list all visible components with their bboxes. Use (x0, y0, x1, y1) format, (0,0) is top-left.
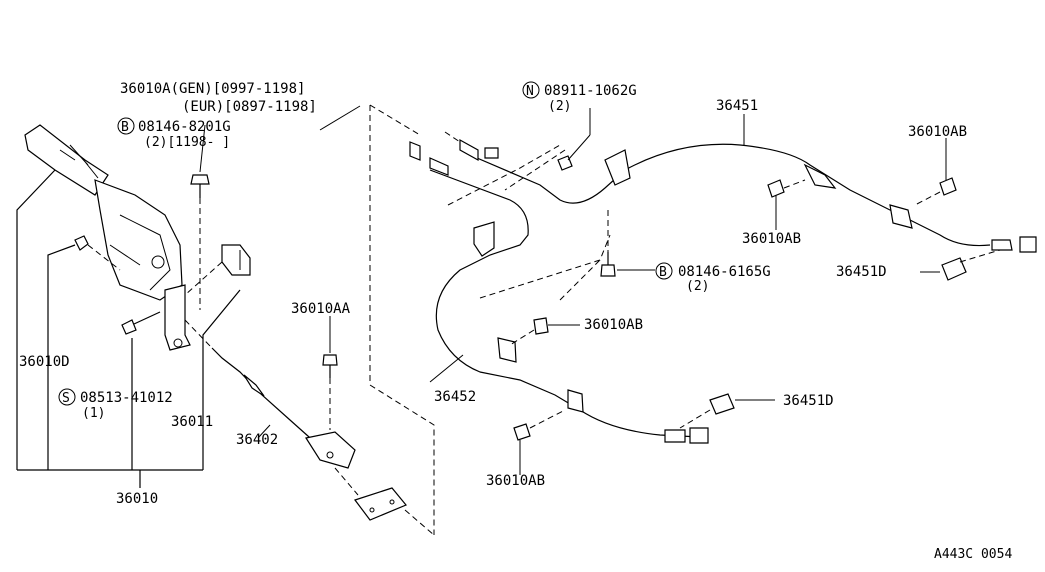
label-36010aa: 36010AA (291, 301, 351, 317)
screw-symbol-s-letter: S (62, 391, 70, 406)
label-36010ab-lower: 36010AB (486, 473, 545, 489)
clip-36451d-lower (679, 393, 735, 429)
bolt-symbol-b-2-letter: B (659, 265, 667, 280)
label-08146-6165g: 08146-6165G (678, 264, 771, 280)
bolt-36010ab-middle (509, 317, 549, 346)
cable-guide-outline (447, 144, 611, 301)
label-36010ab-upper-left: 36010AB (742, 231, 801, 247)
bracket-36011 (184, 244, 251, 296)
clip-36451d-upper (941, 249, 1001, 281)
mounting-outline (369, 104, 435, 536)
front-cable-36402 (184, 319, 407, 521)
bolt-36010aa (322, 316, 338, 430)
label-08513-41012: 08513-41012 (80, 390, 173, 406)
label-36451d-upper: 36451D (836, 264, 887, 280)
nut-36010d (74, 235, 121, 271)
label-36402: 36402 (236, 432, 278, 448)
label-36010: 36010 (116, 491, 158, 507)
nut-symbol-n (522, 81, 540, 99)
label-36010d: 36010D (19, 354, 70, 370)
leader-lines (199, 105, 947, 475)
label-36010a-gen: 36010A(GEN)[0997-1198] (120, 81, 305, 97)
bolt-symbol-b (117, 117, 135, 135)
label-36010ab-middle: 36010AB (584, 317, 643, 333)
label-36452: 36452 (434, 389, 476, 405)
nut-symbol-n-letter: N (526, 84, 534, 99)
bolt-symbol-b-2 (655, 262, 673, 280)
label-08146-8201g-qty: (2)[1198- ] (144, 135, 230, 150)
bolt-08146-8201g (190, 174, 210, 310)
label-36451: 36451 (716, 98, 758, 114)
bolt-36010ab-upper-left (767, 179, 806, 198)
hand-brake-lever (24, 124, 191, 351)
bolt-36010ab-upper-right (914, 177, 957, 206)
label-08146-8201g: 08146-8201G (138, 119, 231, 135)
bolt-36010ab-lower (513, 409, 566, 441)
label-08911-1062g-qty: (2) (548, 99, 571, 114)
label-08513-41012-qty: (1) (82, 406, 105, 421)
label-08911-1062g: 08911-1062G (544, 83, 637, 99)
rear-cable-36451 (444, 131, 1037, 253)
screw-08513-41012 (121, 311, 161, 335)
rear-cable-36452 (409, 141, 709, 444)
assembly-bracket-line (16, 169, 241, 488)
label-36011: 36011 (171, 414, 213, 430)
bolt-08146-6165g (600, 210, 616, 277)
screw-symbol-s (58, 388, 76, 406)
label-36010a-eur: (EUR)[0897-1198] (182, 99, 317, 115)
label-36451d-lower: 36451D (783, 393, 834, 409)
label-08146-6165g-qty: (2) (686, 279, 709, 294)
label-36010ab-upper-right: 36010AB (908, 124, 967, 140)
diagram-id: A443C 0054 (934, 547, 1012, 562)
bolt-symbol-b-letter: B (121, 120, 129, 135)
